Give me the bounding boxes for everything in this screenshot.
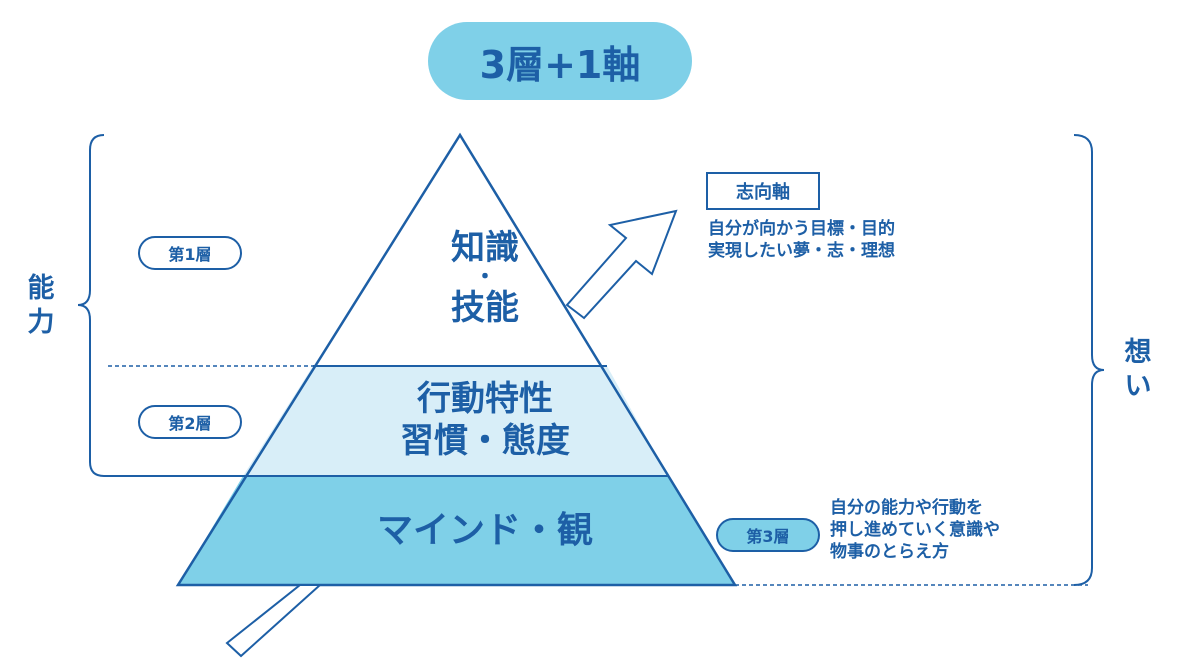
left-bracket bbox=[77, 134, 243, 477]
layer2-line2: 習慣・態度 bbox=[400, 421, 570, 461]
layer3-tag: 第3層 bbox=[716, 518, 820, 552]
layer1-line1: 知識 bbox=[451, 228, 519, 268]
axis-arrow-upper bbox=[565, 209, 678, 320]
layer3-tag-text: 第3層 bbox=[746, 527, 790, 546]
layer1-dot: ・ bbox=[473, 265, 496, 290]
axis-desc-line: 自分が向かう目標・目的 bbox=[708, 219, 895, 239]
layer1-tag-text: 第1層 bbox=[168, 245, 212, 264]
layer3-region bbox=[178, 476, 735, 585]
left-bracket-label: 能力 bbox=[27, 273, 55, 338]
layer3-description: 自分の能力や行動を 押し進めていく意識や 物事のとらえ方 bbox=[830, 497, 1070, 563]
right-bracket-label: 想い bbox=[1124, 337, 1152, 402]
axis-label-box: 志向軸 bbox=[706, 172, 820, 210]
pyramid-outline bbox=[175, 132, 738, 587]
layer3-desc-line: 自分の能力や行動を bbox=[830, 498, 983, 518]
layer1-region bbox=[313, 135, 607, 366]
right-bracket bbox=[1073, 134, 1105, 586]
layer1-tag: 第1層 bbox=[138, 236, 242, 270]
axis-desc-line: 実現したい夢・志・理想 bbox=[708, 241, 895, 261]
axis-label-text: 志向軸 bbox=[736, 182, 790, 203]
title-pill: 3層+1軸 bbox=[428, 22, 692, 100]
layer2-tag-text: 第2層 bbox=[168, 414, 212, 433]
axis-description: 自分が向かう目標・目的 実現したい夢・志・理想 bbox=[708, 218, 968, 262]
layer3-desc-line: 物事のとらえ方 bbox=[830, 542, 949, 562]
layer3-label: マインド・観 bbox=[376, 510, 593, 551]
layer1-label: 知識 ・ 技能 bbox=[385, 228, 585, 328]
layer3-desc-line: 押し進めていく意識や bbox=[830, 520, 1000, 540]
layer1-line2: 技能 bbox=[451, 288, 519, 328]
axis-arrow-lower bbox=[225, 584, 323, 658]
title-text: 3層+1軸 bbox=[479, 42, 641, 87]
layer2-region bbox=[243, 366, 668, 476]
layer2-label: 行動特性 習慣・態度 bbox=[330, 378, 640, 462]
layer2-line1: 行動特性 bbox=[417, 379, 553, 419]
layer2-tag: 第2層 bbox=[138, 405, 242, 439]
